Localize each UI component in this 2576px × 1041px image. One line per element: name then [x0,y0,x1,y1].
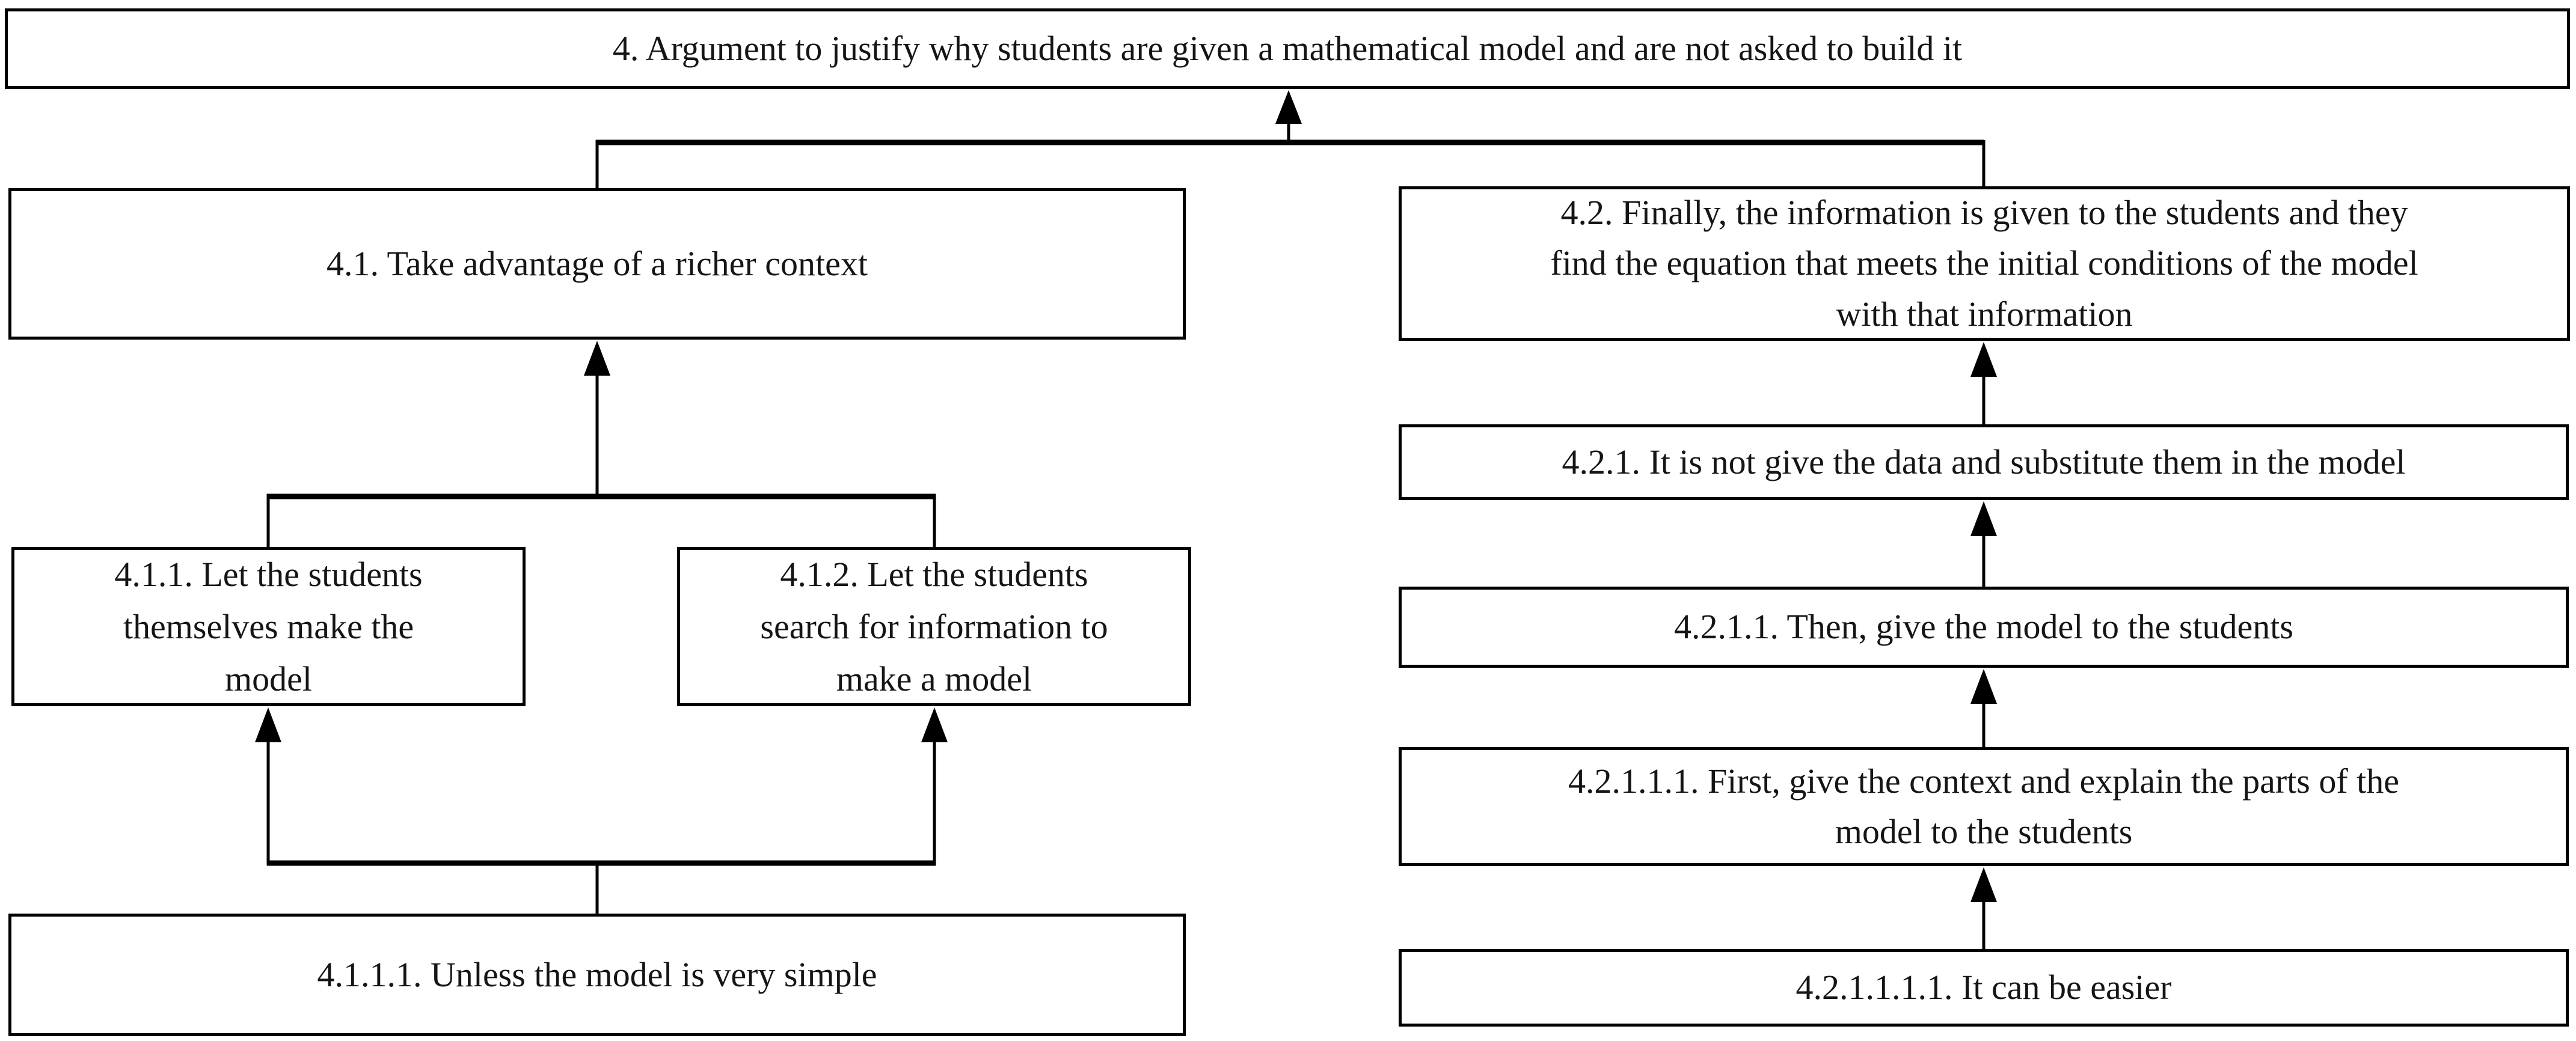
node-4: 4. Argument to justify why students are … [5,8,2570,89]
node-4-1-1-text: 4.1.1. Let the students [114,555,423,594]
edge-to-4-1-arrowhead [584,341,610,376]
node-4-1-1-1: 4.1.1.1. Unless the model is very simple [8,914,1186,1036]
node-4-2: 4.2. Finally, the information is given t… [1399,186,2570,341]
node-4-2-text: with that information [1836,294,2133,334]
node-4-2-1-1-text: 4.2.1.1. Then, give the model to the stu… [1674,607,2293,647]
node-4-1-2: 4.1.2. Let the students search for infor… [677,547,1191,706]
node-4-2-1-text: 4.2.1. It is not give the data and subst… [1562,442,2406,481]
node-4-2-text: find the equation that meets the initial… [1550,243,2418,283]
edge-to-4-1-2-arrowhead [921,707,948,742]
node-4-1-1-text: themselves make the [123,607,414,646]
node-4-1-text: 4.1. Take advantage of a richer context [327,243,868,283]
node-4-2-1-1-1-1: 4.2.1.1.1.1. It can be easier [1399,949,2569,1027]
node-4-2-1-1-1-text: model to the students [1835,812,2133,851]
node-4-text: 4. Argument to justify why students are … [612,28,1963,68]
node-4-1-2-text: search for information to [760,607,1108,646]
node-4-1-2-text: 4.1.2. Let the students [780,555,1088,594]
edge-to-4-1-1-arrowhead [255,707,281,742]
node-4-1-1-text: model [225,659,312,698]
edge-to-4-2-arrowhead [1970,342,1997,377]
edge-to-4-arrowhead [1275,90,1302,124]
node-4-1-1: 4.1.1. Let the students themselves make … [11,547,526,706]
node-4-1-1-1-text: 4.1.1.1. Unless the model is very simple [317,954,877,994]
node-4-2-1: 4.2.1. It is not give the data and subst… [1399,424,2569,500]
node-4-1: 4.1. Take advantage of a richer context [8,188,1186,340]
node-4-2-1-1-1-text: 4.2.1.1.1. First, give the context and e… [1568,761,2400,801]
node-4-2-1-1-1: 4.2.1.1.1. First, give the context and e… [1399,747,2569,866]
node-4-2-1-1: 4.2.1.1. Then, give the model to the stu… [1399,587,2569,668]
edge-to-4-2-1-1-arrowhead [1970,669,1997,704]
edge-to-4-2-1-arrowhead [1970,501,1997,536]
edge-to-4-2-1-1-1-arrowhead [1970,867,1997,902]
node-4-1-2-text: make a model [836,659,1032,698]
node-4-2-text: 4.2. Finally, the information is given t… [1560,193,2408,233]
node-4-2-1-1-1-1-text: 4.2.1.1.1.1. It can be easier [1796,968,2172,1007]
